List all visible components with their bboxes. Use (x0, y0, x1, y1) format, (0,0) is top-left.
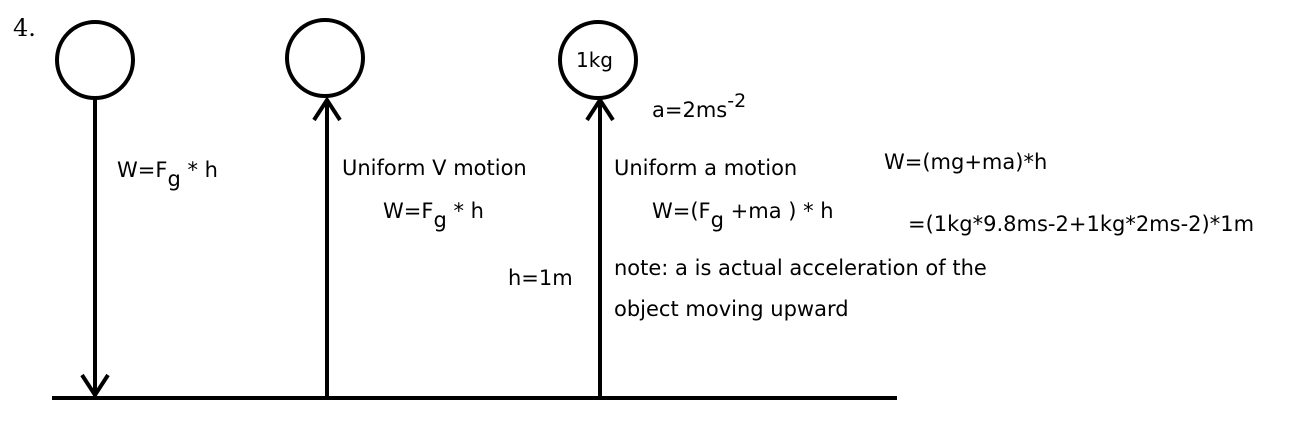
ball-1 (55, 20, 135, 100)
mass-label: 1kg (576, 48, 614, 72)
height-label: h=1m (508, 266, 573, 290)
arrow-up-icon (312, 96, 342, 122)
ball-2 (285, 18, 365, 98)
case3-title: Uniform a motion (614, 156, 798, 180)
arrow-down-icon (80, 373, 110, 399)
note-line-2: object moving upward (614, 297, 849, 321)
arrow-up-icon (585, 96, 615, 122)
acceleration-label: a=2ms-2 (652, 90, 747, 122)
case2-title: Uniform V motion (342, 156, 527, 180)
case3-substitution: =(1kg*9.8ms-2+1kg*2ms-2)*1m (908, 212, 1255, 236)
case3-formula: W=(Fg +ma ) * h (652, 199, 834, 232)
case2-formula: W=Fg * h (383, 199, 484, 232)
problem-number: 4. (13, 14, 36, 42)
case3-formula-2: W=(mg+ma)*h (884, 150, 1048, 174)
ball-3 (558, 20, 638, 100)
note-line-1: note: a is actual acceleration of the (614, 256, 987, 280)
case1-formula: W=Fg * h (117, 158, 218, 191)
